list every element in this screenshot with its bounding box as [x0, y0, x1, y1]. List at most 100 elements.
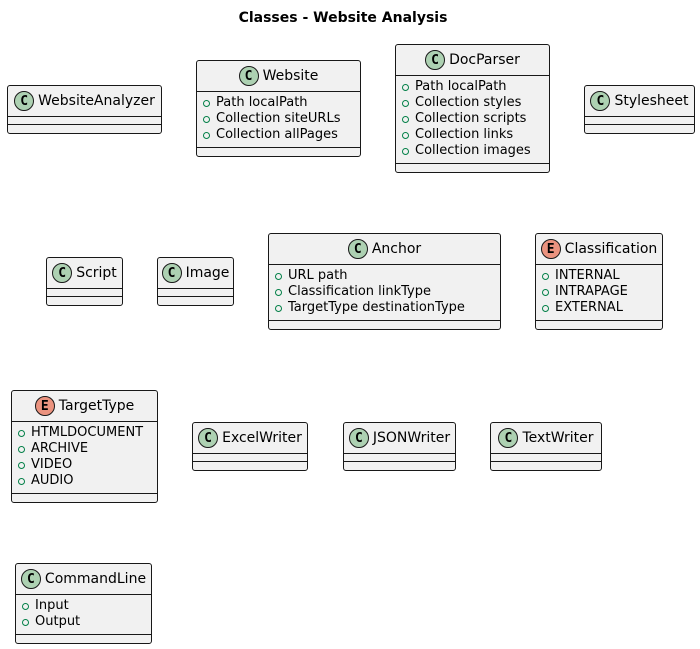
- attribute-row: Collection images: [402, 143, 549, 159]
- attribute-row: Classification linkType: [275, 284, 500, 300]
- class-name: Script: [76, 265, 117, 281]
- public-member-icon: [22, 602, 29, 610]
- attribute-compartment: [585, 117, 694, 125]
- class-name: ExcelWriter: [222, 430, 302, 446]
- class-name: Classification: [564, 241, 658, 257]
- attribute-text: Collection scripts: [415, 111, 527, 126]
- public-member-icon: [18, 445, 25, 453]
- public-member-icon: [402, 99, 409, 107]
- method-compartment: [396, 164, 549, 172]
- public-member-icon: [402, 83, 409, 91]
- method-compartment: [158, 297, 233, 305]
- attribute-text: Input: [35, 598, 69, 613]
- attribute-compartment: [47, 289, 122, 297]
- method-compartment: [193, 462, 307, 470]
- attribute-text: Path localPath: [216, 95, 308, 110]
- class-name: Image: [185, 265, 230, 281]
- public-member-icon: [542, 304, 549, 312]
- method-compartment: [491, 462, 601, 470]
- public-member-icon: [18, 477, 25, 485]
- method-compartment: [344, 462, 455, 470]
- attribute-compartment: [193, 454, 307, 462]
- method-compartment: [269, 321, 500, 329]
- enum-icon: E: [540, 239, 561, 259]
- attribute-row: Path localPath: [402, 79, 549, 95]
- attribute-row: Collection links: [402, 127, 549, 143]
- attribute-text: ARCHIVE: [31, 441, 89, 456]
- class-name: JSONWriter: [372, 430, 451, 446]
- class-icon: C: [20, 569, 41, 589]
- public-member-icon: [275, 304, 282, 312]
- class-icon: C: [52, 263, 73, 283]
- attribute-row: Path localPath: [203, 95, 360, 111]
- attribute-text: Classification linkType: [288, 284, 431, 299]
- enum-icon: E: [34, 396, 55, 416]
- public-member-icon: [402, 131, 409, 139]
- attribute-row: Input: [22, 598, 151, 614]
- attribute-row: INTERNAL: [542, 268, 662, 284]
- attribute-row: AUDIO: [18, 473, 157, 489]
- class-name: TargetType: [58, 398, 135, 414]
- class-name: DocParser: [449, 52, 520, 68]
- attribute-text: URL path: [288, 268, 348, 283]
- public-member-icon: [22, 618, 29, 626]
- attribute-text: Collection images: [415, 143, 531, 158]
- attribute-text: INTERNAL: [555, 268, 620, 283]
- method-compartment: [47, 297, 122, 305]
- class-name: Stylesheet: [614, 93, 689, 109]
- class-name: WebsiteAnalyzer: [38, 93, 155, 109]
- attribute-text: Path localPath: [415, 79, 507, 94]
- attribute-row: ARCHIVE: [18, 441, 157, 457]
- attribute-text: INTRAPAGE: [555, 284, 628, 299]
- attribute-row: VIDEO: [18, 457, 157, 473]
- public-member-icon: [203, 115, 210, 123]
- attribute-text: Collection links: [415, 127, 514, 142]
- attribute-row: Collection styles: [402, 95, 549, 111]
- attribute-text: Collection siteURLs: [216, 111, 341, 126]
- attribute-text: HTMLDOCUMENT: [31, 425, 144, 440]
- public-member-icon: [203, 131, 210, 139]
- attribute-compartment: [344, 454, 455, 462]
- class-icon: C: [14, 91, 35, 111]
- public-member-icon: [18, 429, 25, 437]
- method-compartment: [8, 125, 161, 133]
- public-member-icon: [402, 147, 409, 155]
- class-icon: C: [498, 428, 519, 448]
- attribute-row: Collection allPages: [203, 127, 360, 143]
- attribute-row: Output: [22, 614, 151, 630]
- public-member-icon: [542, 272, 549, 280]
- attribute-row: HTMLDOCUMENT: [18, 425, 157, 441]
- method-compartment: [197, 148, 360, 156]
- attribute-text: Collection allPages: [216, 127, 338, 142]
- attribute-row: URL path: [275, 268, 500, 284]
- public-member-icon: [18, 461, 25, 469]
- attribute-row: Collection scripts: [402, 111, 549, 127]
- attribute-text: EXTERNAL: [555, 300, 623, 315]
- attribute-compartment: [8, 117, 161, 125]
- class-icon: C: [348, 428, 369, 448]
- attribute-compartment: [158, 289, 233, 297]
- method-compartment: [12, 494, 157, 502]
- public-member-icon: [402, 115, 409, 123]
- class-icon: C: [198, 428, 219, 448]
- diagram-title: Classes - Website Analysis: [238, 10, 448, 26]
